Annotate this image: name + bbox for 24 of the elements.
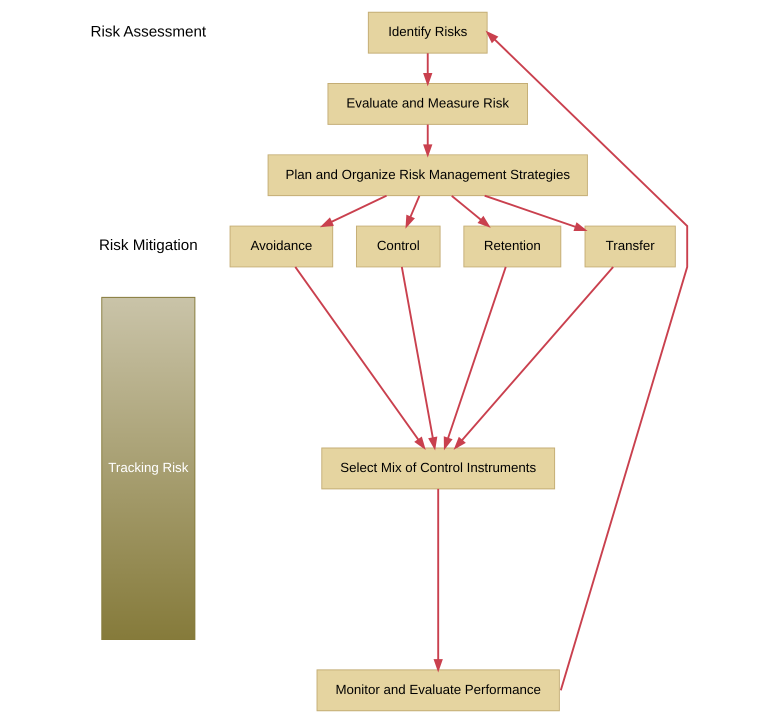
node-box: Transfer	[584, 226, 676, 268]
node-box: Monitor and Evaluate Performance	[316, 669, 560, 712]
label: Risk Assessment	[90, 23, 206, 40]
node-box: Avoidance	[229, 226, 333, 268]
node-box: Select Mix of Control Instruments	[320, 448, 555, 490]
arrow	[422, 124, 432, 158]
arrow	[484, 194, 588, 232]
node-box: Evaluate and Measure Risk	[326, 83, 528, 125]
arrow	[485, 30, 688, 691]
arrow	[319, 194, 386, 228]
arrow	[453, 266, 614, 450]
arrow	[443, 266, 506, 450]
node-box: Identify Risks	[367, 12, 488, 54]
arrow	[450, 195, 490, 228]
node-box: Tracking Risk	[100, 296, 195, 640]
node-box: Plan and Organize Risk Management Strategies	[267, 154, 588, 196]
node-box: Retention	[462, 226, 561, 268]
arrow	[400, 266, 437, 450]
node-box: Control	[355, 226, 440, 268]
arrow	[404, 196, 420, 229]
arrow	[433, 488, 442, 672]
arrow	[422, 53, 432, 86]
arrow	[294, 266, 426, 450]
label: Risk Mitigation	[98, 237, 198, 254]
